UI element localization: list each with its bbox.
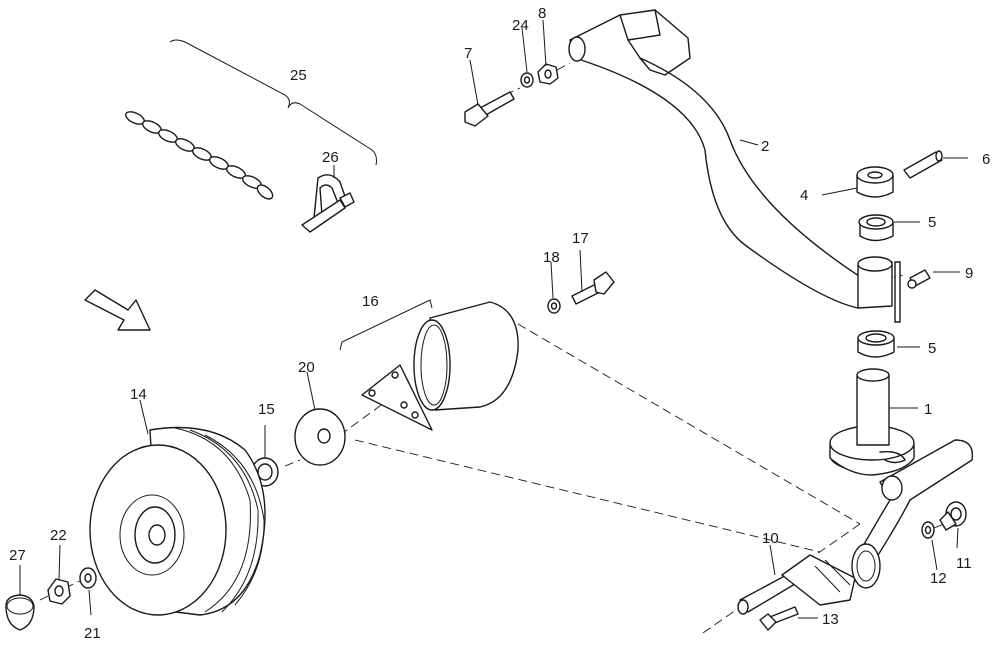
callout-18: 18	[543, 249, 560, 266]
washer-part-24	[520, 72, 534, 88]
direction-arrow-icon	[84, 289, 151, 331]
sleeve-part-16	[413, 301, 519, 411]
pin-part-6	[903, 150, 943, 179]
grease-nipple-part-9	[907, 269, 931, 289]
callout-labels: 1 2 4 5 5 6 7 8 9 10 11 12 13 14 15 16 1…	[9, 5, 990, 642]
callout-7: 7	[464, 45, 472, 62]
callout-12: 12	[930, 570, 947, 587]
bracket-arm	[854, 439, 974, 561]
callout-8: 8	[538, 5, 546, 22]
bushing-part-5-upper	[858, 214, 894, 242]
nut-part-11	[939, 501, 967, 531]
callout-17: 17	[572, 230, 589, 247]
nut-part-8	[537, 63, 559, 85]
callout-13: 13	[822, 611, 839, 628]
callout-22: 22	[50, 527, 67, 544]
washer-part-21	[79, 567, 97, 589]
bolt-part-7	[464, 91, 515, 127]
bolt-part-13	[759, 606, 799, 631]
callout-2: 2	[761, 138, 769, 155]
bracket-16	[339, 299, 433, 351]
callout-25: 25	[290, 67, 307, 84]
plate-part-16	[361, 364, 433, 431]
bushing-part-5-lower	[857, 330, 895, 358]
callout-14: 14	[130, 386, 147, 403]
callout-4: 4	[800, 187, 808, 204]
callout-20: 20	[298, 359, 315, 376]
callout-26: 26	[322, 149, 339, 166]
callout-27: 27	[9, 547, 26, 564]
callout-1: 1	[924, 401, 932, 418]
callout-24: 24	[512, 17, 529, 34]
wheel-part-14	[89, 426, 266, 616]
bracket-25	[169, 39, 377, 166]
callout-5-upper: 5	[928, 214, 936, 231]
axle-part-10	[737, 543, 881, 615]
chain-part-25	[124, 111, 274, 200]
callout-5-lower: 5	[928, 340, 936, 357]
callout-10: 10	[762, 530, 779, 547]
washer-part-12	[921, 521, 935, 539]
stem-part-1	[829, 368, 915, 476]
leader-lines	[19, 19, 968, 619]
callout-9: 9	[965, 265, 973, 282]
callout-16: 16	[362, 293, 379, 310]
callout-11: 11	[956, 555, 972, 572]
washer-part-18	[547, 298, 561, 314]
cap-part-27	[5, 594, 35, 631]
callout-21: 21	[84, 625, 101, 642]
callout-15: 15	[258, 401, 275, 418]
nut-part-22	[47, 578, 71, 605]
bolt-part-17	[571, 271, 615, 305]
bushing-part-4	[856, 166, 894, 198]
main-arm-part-2	[568, 9, 901, 323]
washer-part-20	[294, 408, 346, 466]
callout-6: 6	[982, 151, 990, 168]
shackle-part-26	[301, 174, 355, 233]
